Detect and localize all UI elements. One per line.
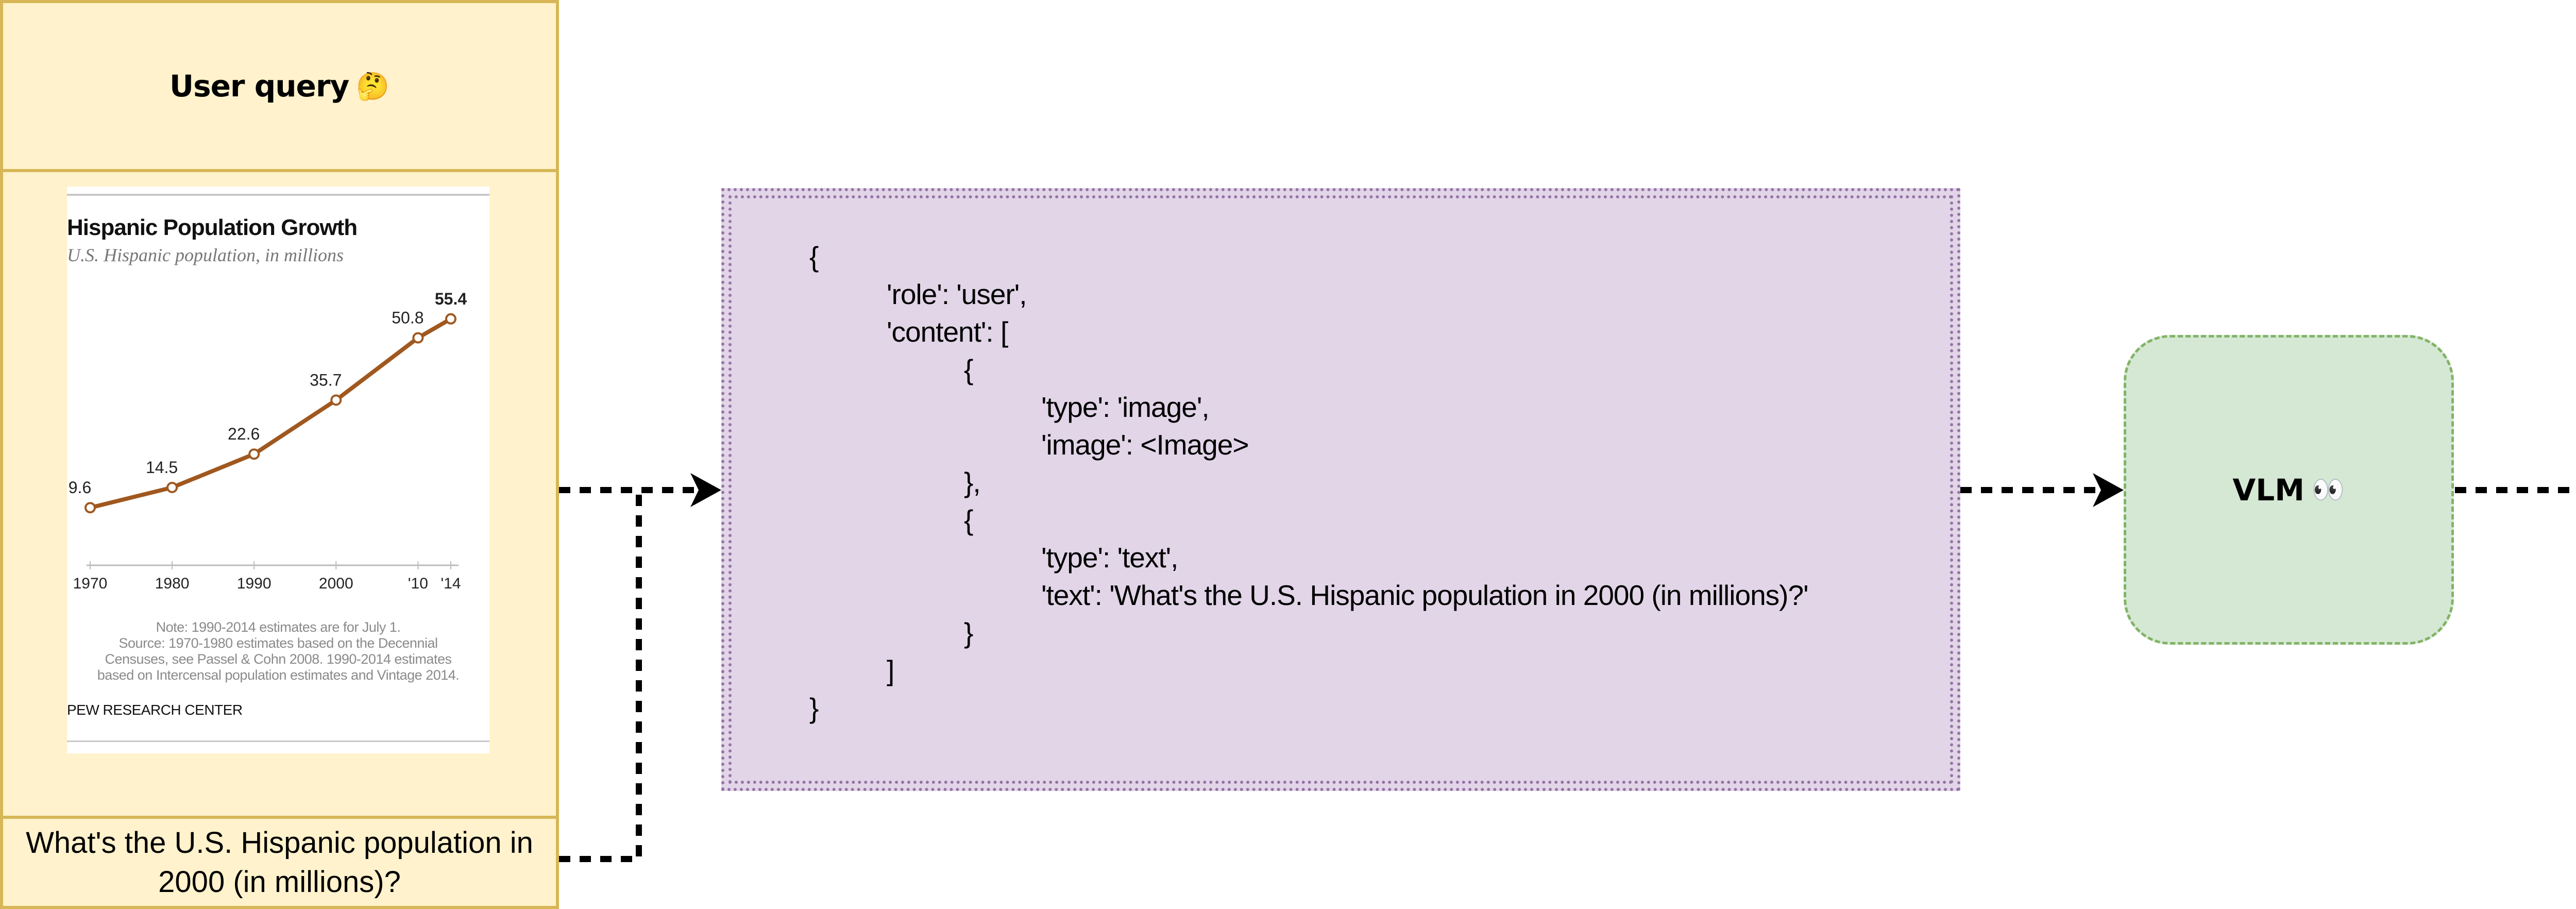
- json-line: {: [964, 354, 973, 385]
- json-line: }: [809, 692, 819, 724]
- eyes-icon: 👀: [2311, 475, 2345, 506]
- svg-text:'14: '14: [440, 575, 461, 588]
- json-line: },: [964, 466, 981, 498]
- svg-text:1990: 1990: [237, 575, 272, 588]
- vlm-label: VLM: [2232, 472, 2304, 508]
- svg-text:22.6: 22.6: [228, 425, 260, 443]
- user-message-box: { 'role': 'user', 'content': [ { 'type': 'im…: [721, 188, 1960, 791]
- svg-text:1970: 1970: [73, 575, 108, 588]
- svg-text:55.4: 55.4: [435, 290, 467, 308]
- thinking-face-icon: 🤔: [356, 71, 390, 102]
- json-line: {: [964, 504, 973, 536]
- vlm-node: VLM 👀: [2124, 335, 2454, 645]
- chart-note-line: Source: 1970-1980 estimates based on the…: [118, 635, 438, 651]
- json-line: 'role': 'user',: [887, 278, 1027, 310]
- user-message-inner-border: [728, 195, 1953, 784]
- svg-text:14.5: 14.5: [146, 458, 178, 477]
- svg-text:35.7: 35.7: [310, 371, 342, 389]
- svg-text:2000: 2000: [319, 575, 353, 588]
- chart-bottom-rule: [67, 740, 489, 742]
- user-question-text: What's the U.S. Hispanic population in 2…: [26, 826, 533, 899]
- json-line: 'type': 'text',: [1041, 542, 1178, 574]
- arrowhead-icon: [2093, 473, 2124, 507]
- user-query-title: User query: [169, 69, 349, 104]
- chart-image: Hispanic Population Growth U.S. Hispanic…: [67, 187, 489, 753]
- chart-plot: 1970 1980 1990 2000 '10 '14 9.6 14.5 22.6 35.7 50.…: [69, 290, 467, 588]
- chart-note-line: Censuses, see Passel & Cohn 2008. 1990-2…: [105, 651, 452, 667]
- user-query-panel: User query 🤔 Hispanic Population Growth …: [0, 0, 559, 909]
- user-query-header: User query 🤔: [3, 3, 556, 169]
- chart-subtitle: U.S. Hispanic population, in millions: [67, 245, 344, 265]
- svg-text:'10: '10: [408, 575, 428, 588]
- json-line: 'type': 'image',: [1041, 391, 1210, 423]
- chart-note-line: Note: 1990-2014 estimates are for July 1…: [156, 619, 401, 635]
- line-chart: 1970 1980 1990 2000 '10 '14 9.6 14.5 22.6 35.7 50.…: [69, 290, 467, 588]
- arrow-question-to-message: [559, 490, 642, 862]
- svg-text:1980: 1980: [155, 575, 190, 588]
- chart-note-line: based on Intercensal population estimate…: [97, 667, 460, 683]
- chart-image-section: Hispanic Population Growth U.S. Hispanic…: [3, 169, 556, 816]
- svg-text:50.8: 50.8: [392, 309, 423, 327]
- json-line: 'content': [: [887, 316, 1008, 348]
- chart-note: Note: 1990-2014 estimates are for July 1…: [67, 619, 489, 683]
- json-line: {: [809, 241, 819, 273]
- json-line: ]: [887, 654, 894, 686]
- user-question-section: What's the U.S. Hispanic population in 2…: [3, 816, 556, 906]
- svg-text:9.6: 9.6: [69, 478, 91, 497]
- chart-source-org: PEW RESEARCH CENTER: [67, 702, 243, 718]
- json-line: 'image': <Image>: [1041, 429, 1249, 461]
- arrowhead-icon: [690, 473, 721, 507]
- json-line: }: [964, 617, 973, 649]
- chart-top-rule: [67, 194, 489, 196]
- chart-title: Hispanic Population Growth: [67, 215, 358, 240]
- json-line: 'text': 'What's the U.S. Hispanic popula…: [1041, 579, 1809, 611]
